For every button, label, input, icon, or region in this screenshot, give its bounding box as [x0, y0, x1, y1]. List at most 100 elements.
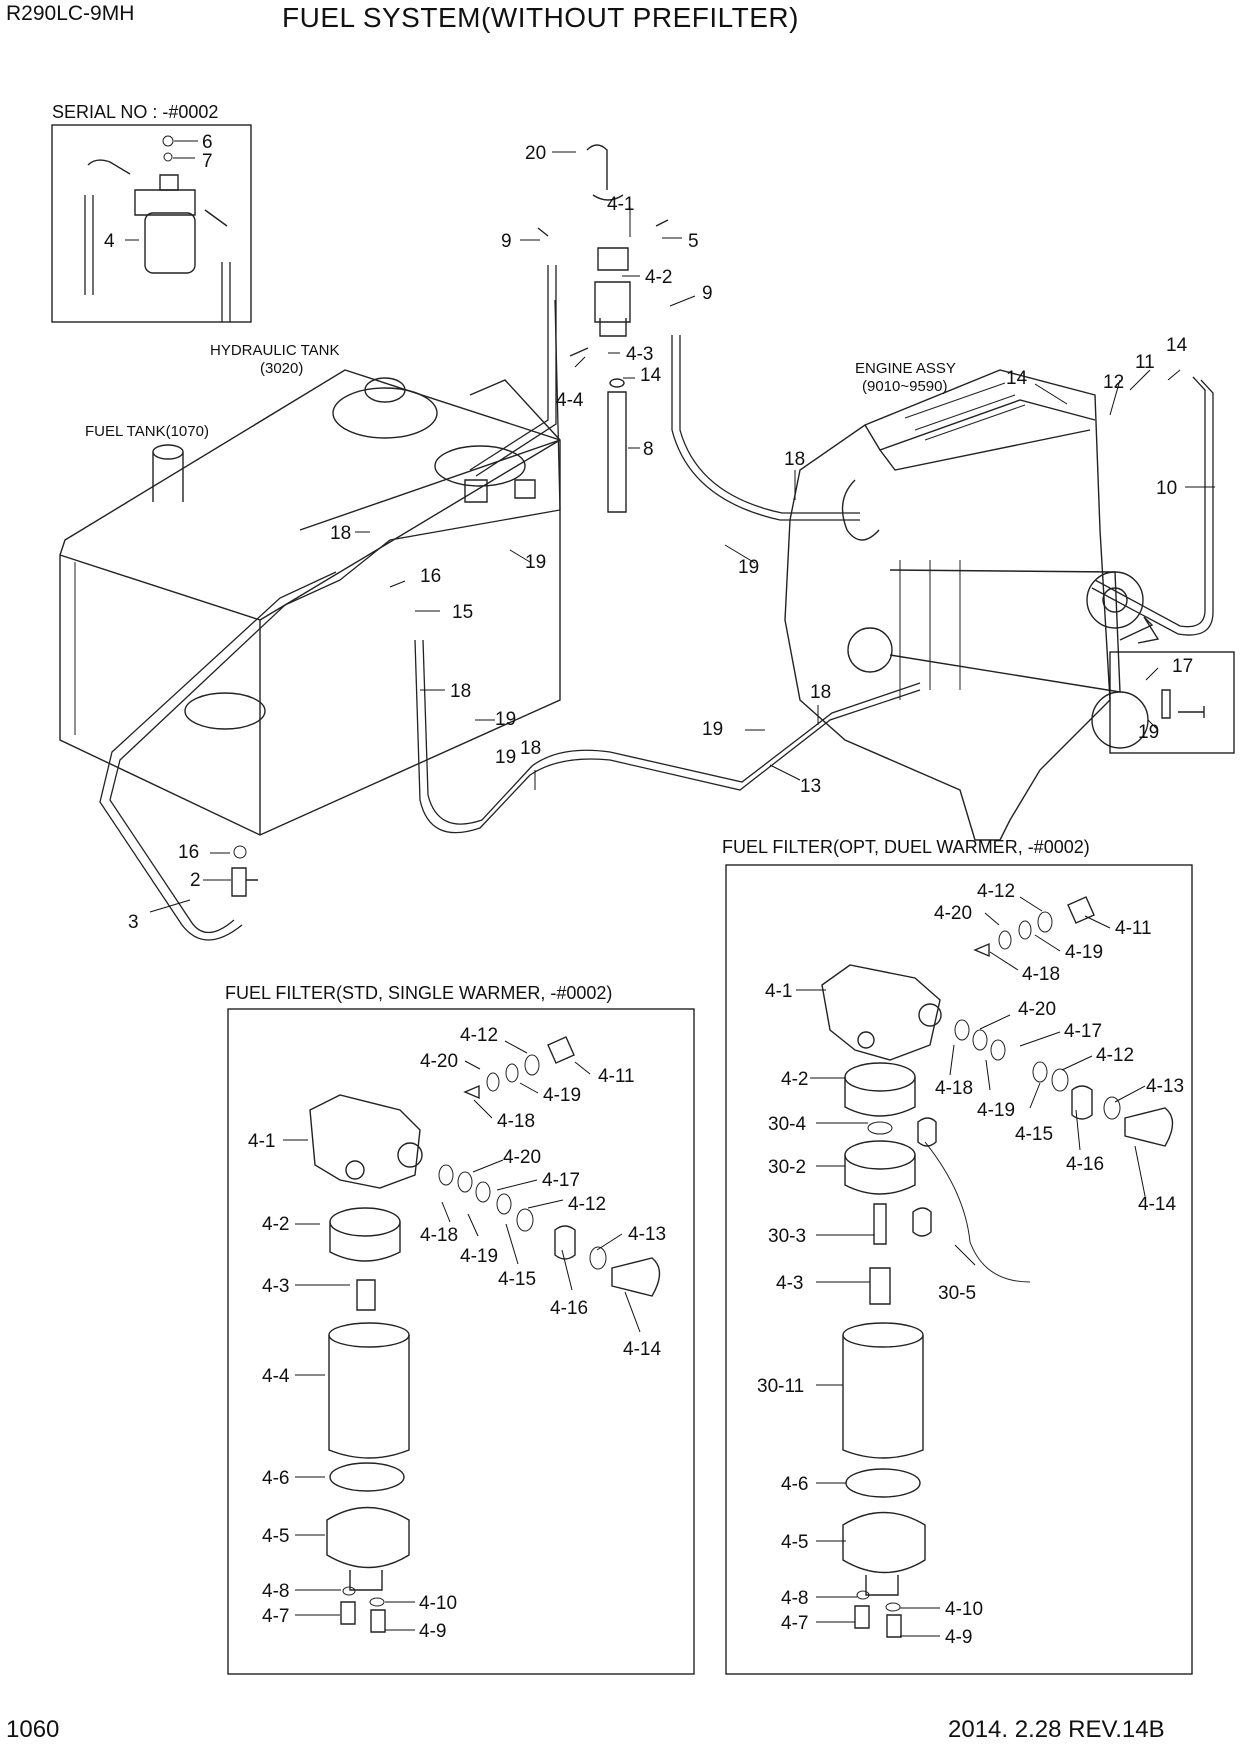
main-callouts: 20 4-1 9 5 4-2 9 4-3 14 4-4 8 14 12 11 1… — [128, 143, 1193, 933]
callout: 4-12 — [1096, 1045, 1134, 1066]
callout: 16 — [420, 566, 441, 587]
callout: 4-12 — [568, 1194, 606, 1215]
callout: 19 — [495, 709, 516, 730]
callout: 4-12 — [460, 1025, 498, 1046]
model-number: R290LC-9MH — [6, 2, 135, 25]
callout: 20 — [525, 143, 546, 164]
callout: 2 — [190, 870, 201, 891]
callout: 4-20 — [1018, 999, 1056, 1020]
callout: 14 — [1166, 335, 1188, 356]
inset-filter-illustration — [84, 135, 231, 322]
callout: 19 — [702, 719, 723, 740]
callout: 4-17 — [1064, 1021, 1102, 1042]
callout: 3 — [128, 912, 139, 933]
main-filter-illustration — [537, 144, 669, 513]
callout: 4-2 — [645, 267, 672, 288]
callout: 18 — [330, 523, 351, 544]
std-filter-panel: FUEL FILTER(STD, SINGLE WARMER, -#0002) — [225, 983, 695, 1675]
opt-filter-caption: FUEL FILTER(OPT, DUEL WARMER, -#0002) — [722, 837, 1090, 857]
callout: 4-20 — [503, 1147, 541, 1168]
callout: 4-3 — [626, 344, 653, 365]
serial-no-caption: SERIAL NO : -#0002 — [52, 102, 218, 122]
callout: 4-17 — [542, 1170, 580, 1191]
callout: 4-1 — [765, 981, 792, 1002]
serial-inset: SERIAL NO : -#0002 6 7 4 — [51, 102, 252, 323]
hydraulic-tank-number: (3020) — [260, 360, 303, 377]
page-title: FUEL SYSTEM(WITHOUT PREFILTER) — [282, 2, 799, 33]
fuel-tank-caption: FUEL TANK(1070) — [85, 423, 209, 440]
callout: 4-12 — [977, 881, 1015, 902]
callout: 4-16 — [550, 1298, 588, 1319]
callout: 4-7 — [781, 1613, 808, 1634]
callout: 4-6 — [262, 1468, 289, 1489]
callout: 13 — [800, 776, 821, 797]
callout: 4-16 — [1066, 1154, 1104, 1175]
callout: 14 — [1006, 368, 1028, 389]
callout: 4-5 — [781, 1532, 808, 1553]
callout: 9 — [702, 283, 713, 304]
std-filter-callouts: 4-12 4-20 4-11 4-19 4-18 4-1 4-20 4-17 4… — [248, 1025, 666, 1642]
callout: 19 — [738, 557, 759, 578]
callout: 4-20 — [934, 903, 972, 924]
callout: 4-11 — [598, 1066, 635, 1087]
callout: 4-14 — [623, 1339, 661, 1360]
callout: 4-3 — [776, 1273, 803, 1294]
callout: 4-19 — [1065, 942, 1103, 963]
callout: 4-1 — [607, 194, 634, 215]
callout: 8 — [643, 439, 654, 460]
revision-date: 2014. 2.28 REV.14B — [948, 1716, 1165, 1743]
callout: 4-19 — [460, 1246, 498, 1267]
callout: 18 — [520, 738, 541, 759]
opt-filter-callouts: 4-12 4-20 4-11 4-19 4-18 4-1 4-20 4-17 4… — [757, 881, 1184, 1648]
callout: 30-5 — [938, 1283, 976, 1304]
callout: 4-18 — [935, 1078, 973, 1099]
callout: 18 — [784, 449, 805, 470]
callout: 16 — [178, 842, 199, 863]
callout: 6 — [202, 132, 213, 153]
std-filter-caption: FUEL FILTER(STD, SINGLE WARMER, -#0002) — [225, 983, 612, 1003]
callout: 4-15 — [498, 1269, 536, 1290]
callout: 4-10 — [945, 1599, 983, 1620]
callout: 5 — [688, 231, 699, 252]
callout: 4-3 — [262, 1276, 289, 1297]
callout: 4-14 — [1138, 1194, 1176, 1215]
callout: 4-9 — [945, 1627, 972, 1648]
callout: 4 — [104, 231, 115, 252]
opt-filter-frame — [725, 864, 1193, 1675]
callout: 4-4 — [262, 1366, 290, 1387]
callout: 18 — [450, 681, 471, 702]
std-filter-frame — [227, 1008, 695, 1675]
callout: 30-3 — [768, 1226, 806, 1247]
callout: 7 — [202, 151, 213, 172]
callout: 4-7 — [262, 1606, 289, 1627]
callout: 4-1 — [248, 1131, 275, 1152]
engine-illustration — [784, 369, 1149, 841]
callout: 19 — [1138, 722, 1159, 743]
callout: 4-5 — [262, 1526, 289, 1547]
callout: 4-19 — [543, 1085, 581, 1106]
fuel-lines — [99, 265, 1214, 941]
callout: 4-4 — [556, 390, 584, 411]
callout: 19 — [495, 747, 516, 768]
callout: 4-15 — [1015, 1124, 1053, 1145]
callout: 4-10 — [419, 1593, 457, 1614]
callout: 30-4 — [768, 1114, 806, 1135]
opt-filter-panel: FUEL FILTER(OPT, DUEL WARMER, -#0002) — [722, 837, 1193, 1675]
callout: 4-8 — [781, 1588, 808, 1609]
callout: 12 — [1103, 372, 1124, 393]
callout: 4-13 — [1146, 1076, 1184, 1097]
callout: 4-2 — [262, 1214, 289, 1235]
callout: 4-13 — [628, 1224, 666, 1245]
main-callout-leaders — [149, 151, 1215, 913]
serial-inset-frame — [51, 124, 252, 323]
callout: 4-9 — [419, 1621, 446, 1642]
std-filter-leaders — [283, 1040, 641, 1631]
callout: 4-19 — [977, 1100, 1015, 1121]
callout: 11 — [1135, 352, 1155, 373]
callout: 14 — [640, 365, 662, 386]
callout: 4-18 — [420, 1225, 458, 1246]
callout: 30-2 — [768, 1157, 806, 1178]
callout: 10 — [1156, 478, 1177, 499]
callout: 4-20 — [420, 1051, 458, 1072]
callout: 4-18 — [1022, 964, 1060, 985]
